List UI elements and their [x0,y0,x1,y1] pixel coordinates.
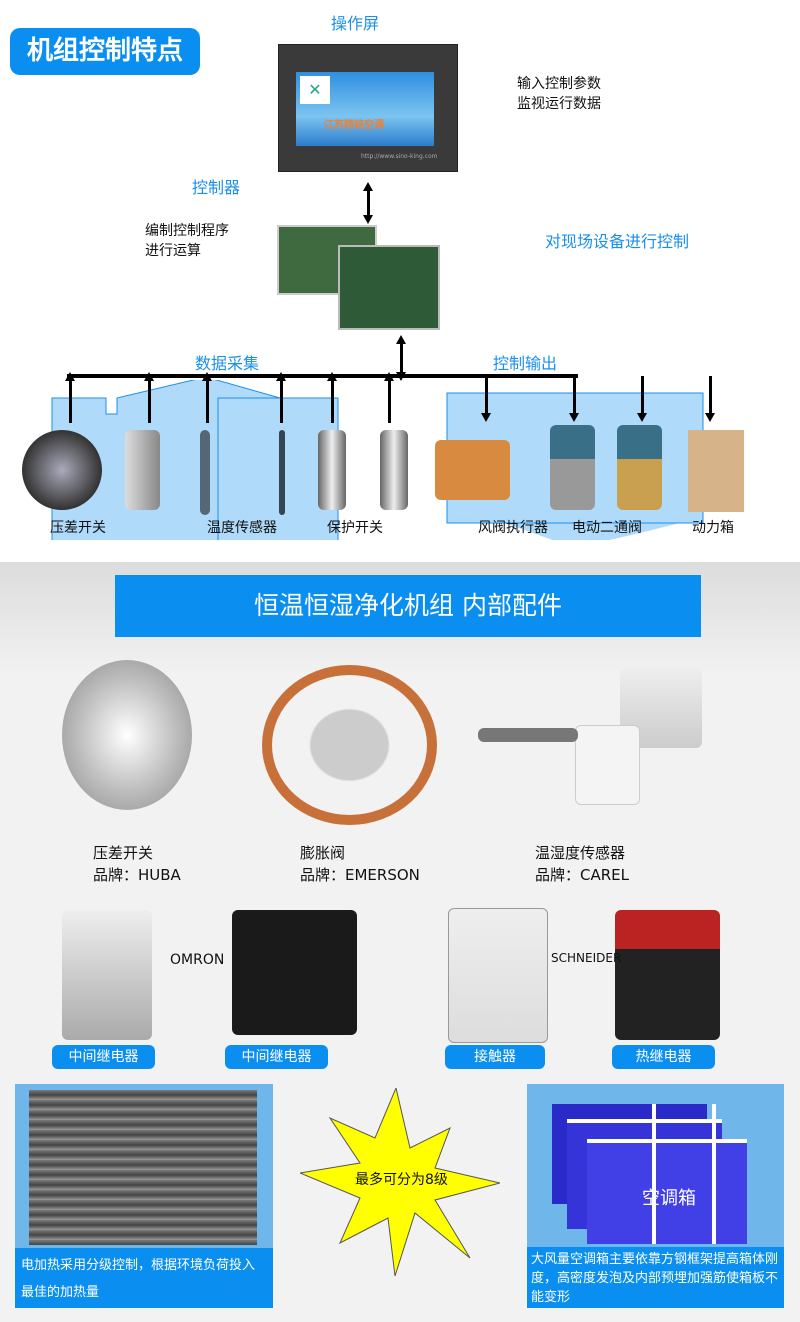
output-arrow [481,378,491,422]
output-arrow [705,376,715,422]
input-arrow [276,372,286,423]
controller-label: 控制器 [192,178,241,197]
thermal-relay-image [615,910,720,1040]
input-arrow [144,372,154,423]
touch-screen: ✕ 江苏翔铭空调 http://www.sino-king.com [278,44,458,172]
damper-actuator-image [435,440,510,500]
section-banner: 恒温恒湿净化机组 内部配件 [115,575,701,637]
power-cabinet-image [688,430,744,512]
screen-label: 操作屏 [331,14,380,33]
omron-label: OMRON [170,952,225,968]
data-collection-label: 数据采集 [195,354,260,373]
huba-switch-image [62,660,192,810]
ahu-box-image: 空调箱 [552,1104,752,1244]
bidirectional-arrow [363,182,373,224]
device-label: 压差开关 [50,520,106,536]
thermal-relay-badge: 热继电器 [612,1045,715,1069]
screen-desc-1: 输入控制参数 [517,76,601,92]
device-label: 温度传感器 [207,520,277,536]
device-label: 动力箱 [692,520,734,536]
control-output-label: 控制输出 [493,354,558,373]
relay-image [62,910,152,1040]
temp-probe-image [200,430,210,515]
input-arrow [202,372,212,423]
controller-desc-2: 进行运算 [145,243,201,259]
probe-image [279,430,285,515]
output-arrow [637,376,647,422]
section-title: 机组控制特点 [10,28,200,75]
pressure-switch-image [22,430,102,510]
logo-icon: ✕ [300,76,330,104]
sensor-rod-image [478,728,578,742]
screen-desc-2: 监视运行数据 [517,96,601,112]
temp-sensor-image [125,430,160,510]
screen-url: http://www.sino-king.com [361,153,438,160]
schneider-label: SCHNEIDER [551,951,622,965]
signal-bus [67,374,578,378]
product-brand: 品牌：EMERSON [300,866,420,884]
box-caption: 大风量空调箱主要依靠方钢框架提高箱体刚度，高密度发泡及内部预埋加强筋使箱板不能变… [527,1247,784,1308]
heater-caption: 电加热采用分级控制，根据环境负荷投入最佳的加热量 [15,1248,273,1308]
product-brand: 品牌：CAREL [535,866,629,884]
input-arrow [65,372,75,423]
relay-badge: 中间继电器 [52,1045,155,1069]
contactor-badge: 接触器 [445,1045,545,1069]
bidirectional-arrow [396,335,406,381]
product-name: 温湿度传感器 [535,844,626,862]
input-arrow [327,372,337,423]
expansion-valve-image [262,665,437,825]
screen-brand: 江苏翔铭空调 [324,120,384,131]
star-text: 最多可分为8级 [355,1172,448,1188]
product-name: 膨胀阀 [300,844,346,862]
proximity-switch-image [318,430,346,510]
carel-sensor-image [575,725,640,805]
device-label: 风阀执行器 [478,520,548,536]
box-panel: 空调箱 大风量空调箱主要依靠方钢框架提高箱体刚度，高密度发泡及内部预埋加强筋使箱… [527,1084,784,1308]
product-brand: 品牌：HUBA [93,866,181,884]
proximity-switch-image [380,430,408,510]
device-label: 电动二通阀 [572,520,642,536]
relay-socket-image [232,910,357,1035]
controller-board [338,245,440,330]
box-label: 空调箱 [642,1188,696,1209]
contactor-image [448,908,548,1043]
starburst-icon [300,1088,500,1277]
electric-heater-image [29,1090,257,1245]
valve-image [617,425,662,510]
field-control-label: 对现场设备进行控制 [545,232,690,251]
input-arrow [384,372,394,423]
relay-badge: 中间继电器 [225,1045,328,1069]
output-arrow [569,378,579,422]
valve-image [550,425,595,510]
heater-panel: 电加热采用分级控制，根据环境负荷投入最佳的加热量 [15,1084,273,1308]
product-name: 压差开关 [93,844,154,862]
controller-desc-1: 编制控制程序 [145,223,229,239]
device-label: 保护开关 [327,520,383,536]
